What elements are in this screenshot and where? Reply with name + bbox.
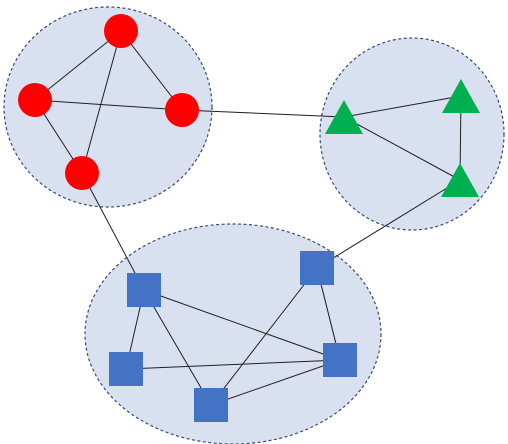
node-b-bottom-square (194, 388, 228, 422)
nodes-layer (18, 14, 480, 422)
edge-r-top-to-r-left (34, 30, 122, 101)
edge-g-left-to-g-bottom (343, 116, 461, 181)
cluster-red-boundary (3, 6, 213, 208)
edge-b-left-to-b-right (125, 359, 341, 370)
node-b-right-square (323, 343, 357, 377)
cluster-blue-boundary (84, 223, 382, 444)
node-r-left-circle (18, 83, 52, 117)
node-g-bottom-triangle (441, 163, 479, 197)
edge-g-left-to-g-top (343, 95, 462, 118)
node-r-top-circle (104, 14, 138, 48)
clusters-layer (3, 6, 505, 444)
node-g-left-triangle (325, 100, 363, 134)
edge-b-topleft-to-b-bottom (143, 289, 212, 406)
node-b-left-square (109, 352, 143, 386)
node-g-top-triangle (442, 79, 480, 113)
edge-r-bottom-to-b-topleft (81, 172, 145, 291)
edge-b-bottom-to-b-right (210, 359, 341, 406)
edge-r-left-to-r-right (34, 99, 183, 111)
edge-r-right-to-g-left (181, 109, 345, 118)
node-b-topleft-square (127, 273, 161, 307)
node-r-bottom-circle (65, 156, 99, 190)
node-b-topright-square (300, 251, 334, 285)
edge-r-top-to-r-bottom (81, 30, 122, 174)
edge-g-bottom-to-b-topright (316, 179, 461, 269)
edge-b-topleft-to-b-right (143, 289, 341, 361)
node-r-right-circle (165, 93, 199, 127)
edge-b-topright-to-b-bottom (210, 267, 318, 406)
